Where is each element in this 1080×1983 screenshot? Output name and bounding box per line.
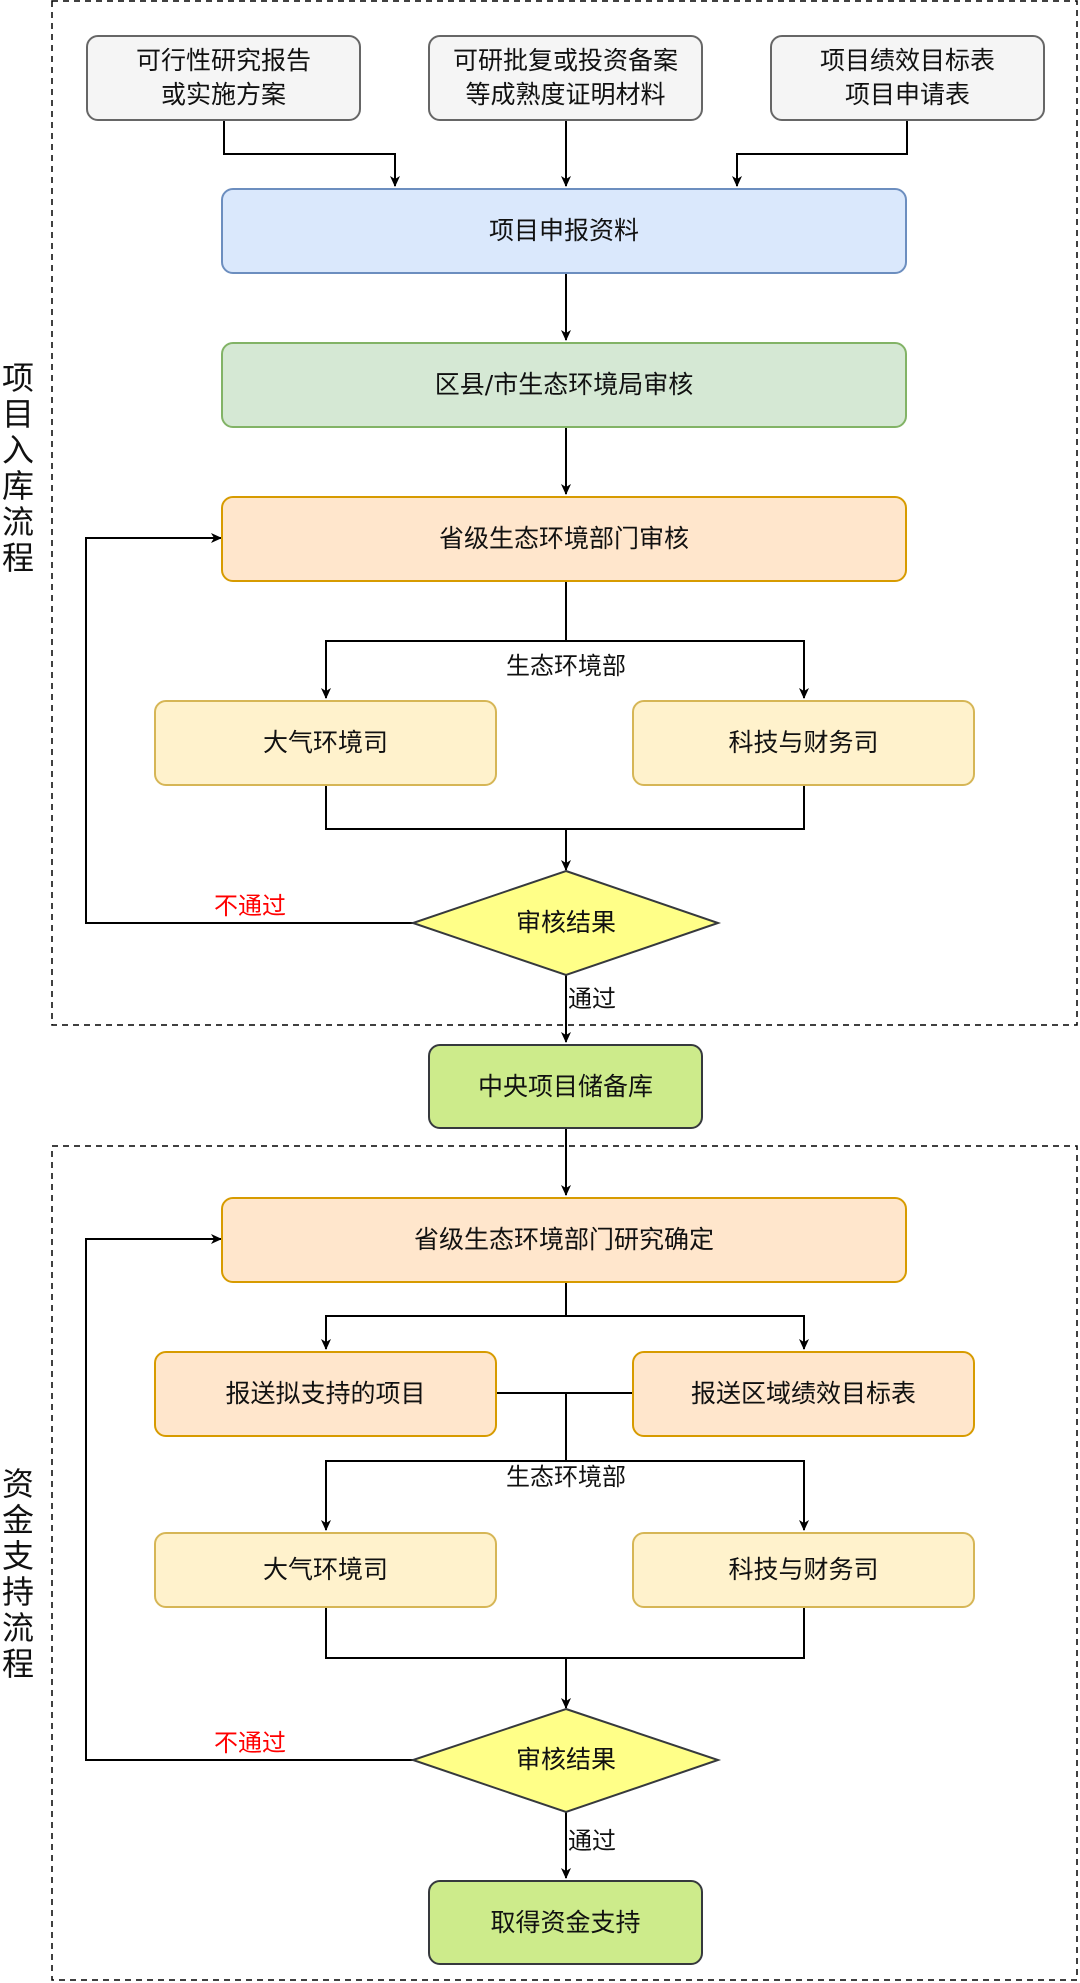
edge-split-air bbox=[321, 640, 566, 699]
edge-funding-merge bbox=[325, 1607, 805, 1659]
funding-pass-label: 通过 bbox=[568, 1827, 616, 1855]
intake-dept-air: 大气环境司 bbox=[154, 700, 497, 786]
obtain-funding-support: 取得资金支持 bbox=[428, 1880, 703, 1965]
funding-dept-air: 大气环境司 bbox=[154, 1532, 497, 1608]
funding-decision-label: 审核结果 bbox=[515, 1745, 617, 1774]
funding-decision-diamond bbox=[409, 1707, 722, 1814]
edge-ministry-finance bbox=[566, 1460, 809, 1531]
edge-decision-fail-loop bbox=[85, 533, 413, 924]
edge-ministry-air bbox=[321, 1460, 566, 1531]
submit-regional-targets: 报送区域绩效目标表 bbox=[632, 1351, 975, 1437]
funding-fail-label: 不通过 bbox=[214, 1729, 286, 1757]
provincial-study-decision: 省级生态环境部门研究确定 bbox=[221, 1197, 907, 1283]
edge-air-merge bbox=[325, 786, 805, 830]
intake-decision-diamond bbox=[409, 869, 722, 977]
edge-funding-fail-loop bbox=[85, 1234, 413, 1761]
intake-fail-label: 不通过 bbox=[214, 892, 286, 920]
edge-split-projects bbox=[321, 1315, 566, 1350]
funding-ministry-label: 生态环境部 bbox=[504, 1462, 628, 1492]
edge-split-targets bbox=[566, 1315, 809, 1350]
input-feasibility-report: 可行性研究报告 或实施方案 bbox=[86, 35, 361, 121]
application-materials: 项目申报资料 bbox=[221, 188, 907, 274]
edge-performance-application bbox=[732, 120, 908, 187]
funding-frame bbox=[51, 1145, 1078, 1981]
intake-pass-label: 通过 bbox=[568, 985, 616, 1013]
intake-frame bbox=[51, 0, 1078, 1026]
input-performance-table: 项目绩效目标表 项目申请表 bbox=[770, 35, 1045, 121]
central-project-repository: 中央项目储备库 bbox=[428, 1044, 703, 1129]
intake-ministry-label: 生态环境部 bbox=[504, 651, 628, 681]
intake-decision-label: 审核结果 bbox=[515, 908, 617, 937]
funding-section-title: 资金支持流程 bbox=[1, 1465, 34, 1683]
input-approval-materials: 可研批复或投资备案 等成熟度证明材料 bbox=[428, 35, 703, 121]
submit-supported-projects: 报送拟支持的项目 bbox=[154, 1351, 497, 1437]
intake-section-title: 项目入库流程 bbox=[1, 359, 34, 577]
county-city-review: 区县/市生态环境局审核 bbox=[221, 342, 907, 428]
funding-dept-finance: 科技与财务司 bbox=[632, 1532, 975, 1608]
intake-dept-finance: 科技与财务司 bbox=[632, 700, 975, 786]
edge-split-finance bbox=[566, 640, 809, 699]
provincial-review: 省级生态环境部门审核 bbox=[221, 496, 907, 582]
edge-feasibility-application bbox=[223, 120, 400, 187]
